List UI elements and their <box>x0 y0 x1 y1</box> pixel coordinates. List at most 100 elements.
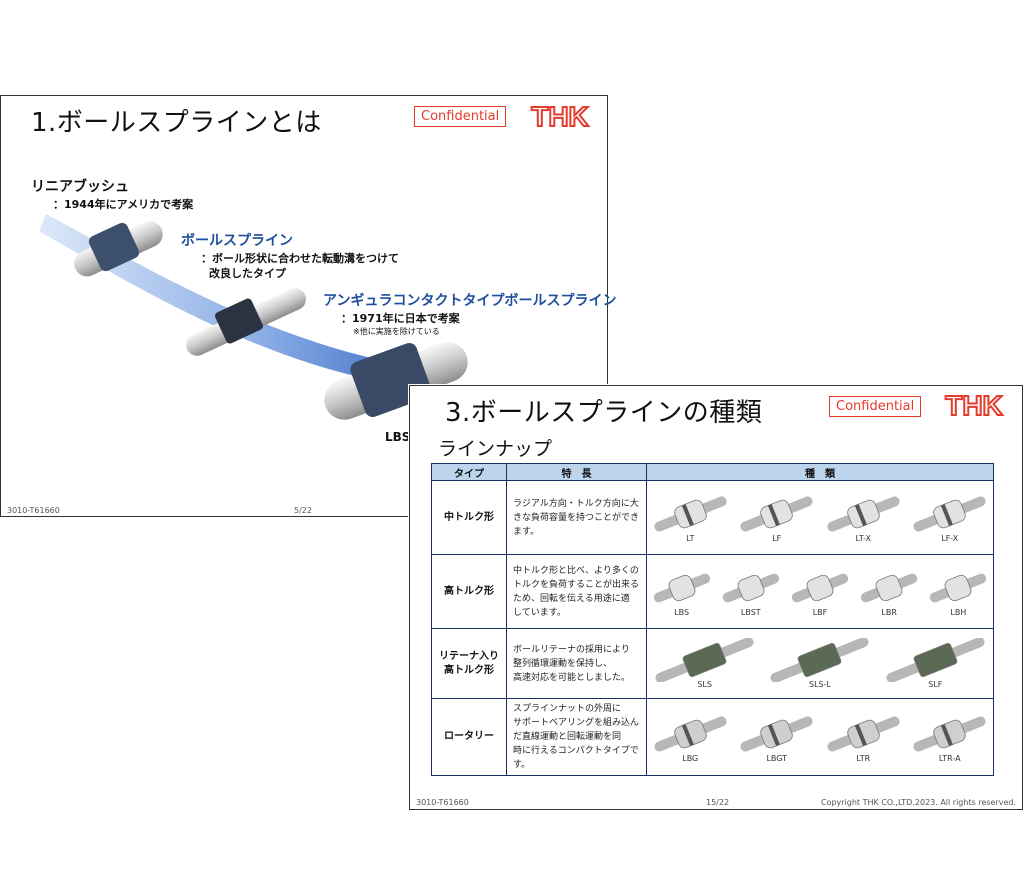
product-label: LT <box>686 534 695 543</box>
slide2-logo-text: THK <box>945 391 1003 419</box>
product-image <box>860 573 918 603</box>
slide1-footer-page: 5/22 <box>294 506 312 515</box>
product-label: SLS-L <box>809 680 831 689</box>
product-item: LBR <box>857 566 921 617</box>
kinds-cell: SLS SLS-L SLF <box>646 628 994 699</box>
kinds-cell: LBS LBST LBF LBR LBH <box>646 554 994 629</box>
product-label: LBG <box>682 753 699 763</box>
product-image <box>930 573 987 603</box>
product-label: SLS <box>697 680 712 689</box>
product-label: LBF <box>812 608 828 617</box>
product-image <box>654 496 727 532</box>
feature-line: スプラインナットの外周に <box>513 704 622 714</box>
product-image <box>827 496 900 532</box>
product-label: SLF <box>928 680 943 689</box>
feature-line: 時に行えるコンパクトタイプです。 <box>513 746 639 770</box>
slide2-footer-copyright: Copyright THK CO.,LTD.2023. All rights r… <box>820 798 1016 807</box>
product-label: LF <box>772 534 782 543</box>
product-image <box>740 715 813 752</box>
angular-spline-title: アンギュラコンタクトタイプボールスプライン <box>323 293 617 309</box>
features-cell: ボールリテーナの採用により整列循環運動を保持し、高速対応を可能としました。 <box>506 628 647 699</box>
slide1-confidential-badge: Confidential <box>414 106 507 127</box>
product-label: LBS <box>674 608 690 617</box>
header-features: 特 長 <box>506 463 647 481</box>
type-cell: ロータリー <box>431 698 507 776</box>
feature-line: 整列循環運動を保持し、 <box>513 658 613 669</box>
thk-logo-icon: THK <box>530 102 590 130</box>
product-item: LBG <box>650 712 731 763</box>
feature-line: しています。 <box>513 607 566 618</box>
type-label-2: 高トルク形 <box>444 664 494 676</box>
table-header-row: タイプ 特 長 種 類 <box>431 463 994 481</box>
features-cell: 中トルク形と比べ、より多くのトルクを負荷することが出来るため、回転を伝える用途に… <box>506 554 647 629</box>
product-item: LBH <box>926 566 990 617</box>
slide2-footer-page: 15/22 <box>706 798 730 807</box>
table-row: 高トルク形中トルク形と比べ、より多くのトルクを負荷することが出来るため、回転を伝… <box>431 554 994 629</box>
linear-bush-note: ：1944年にアメリカで考案 <box>53 198 194 211</box>
type-label: リテーナ入り <box>439 650 499 662</box>
product-image <box>913 496 986 532</box>
feature-line: 高速対応を可能としました。 <box>513 672 631 683</box>
slide1-logo-text: THK <box>531 102 589 130</box>
product-item: LTR <box>823 712 904 763</box>
thk-logo-icon: THK <box>944 391 1004 419</box>
header-type: タイプ <box>431 463 507 481</box>
product-label: LTR-A <box>938 753 961 763</box>
type-label: 中トルク形 <box>444 511 494 523</box>
slide2-footer-id: 3010-T61660 <box>416 798 469 807</box>
product-image <box>913 715 986 752</box>
slide1-title: 1.ボールスプラインとは <box>31 108 322 138</box>
product-image <box>722 573 779 603</box>
feature-line: だ直線運動と回転運動を同 <box>513 732 622 742</box>
product-label: LBGT <box>766 753 788 763</box>
type-cell: 高トルク形 <box>431 554 507 629</box>
product-item: LBST <box>719 566 783 617</box>
product-item: LT <box>650 492 731 543</box>
product-item: SLF <box>881 638 990 689</box>
ball-spline-note-2: 改良したタイプ <box>209 267 286 280</box>
product-item: LTR-A <box>909 712 990 763</box>
slide2-title: 3.ボールスプラインの種類 <box>445 398 763 428</box>
features-cell: スプラインナットの外周にサポートベアリングを組み込んだ直線運動と回転運動を同時に… <box>506 698 647 776</box>
table-row: リテーナ入り高トルク形ボールリテーナの採用により整列循環運動を保持し、高速対応を… <box>431 628 994 699</box>
product-item: LBGT <box>736 712 817 763</box>
slide1-footer-id: 3010-T61660 <box>7 506 60 515</box>
product-item: SLS-L <box>765 638 874 689</box>
features-cell: ラジアル方向・トルク方向に大きな負荷容量を持つことができます。 <box>506 480 647 555</box>
feature-line: 中トルク形と比べ、より多くの <box>513 565 639 576</box>
feature-line: きな負荷容量を持つことができ <box>513 512 640 523</box>
table-row: ロータリースプラインナットの外周にサポートベアリングを組み込んだ直線運動と回転運… <box>431 698 994 776</box>
feature-line: トルクを負荷することが出来る <box>513 579 640 590</box>
type-label: 高トルク形 <box>444 585 494 597</box>
ball-spline-title: ボールスプライン <box>181 233 293 249</box>
product-item: SLS <box>650 638 759 689</box>
product-item: LBS <box>650 566 714 617</box>
angular-spline-note: ：1971年に日本で考案 <box>341 312 460 325</box>
feature-line: ます。 <box>513 526 540 537</box>
product-item: LF <box>736 492 817 543</box>
slide-ball-spline-intro: 1.ボールスプラインとは Confidential THK <box>0 95 616 517</box>
linear-bush-image <box>74 221 163 277</box>
table-row: 中トルク形ラジアル方向・トルク方向に大きな負荷容量を持つことができます。 LT LF… <box>431 480 994 555</box>
slide1-partial-label: LBS <box>385 430 411 444</box>
product-label: LBH <box>950 608 967 617</box>
angular-spline-subnote: ※他に実施を除けている <box>353 327 440 336</box>
linear-bush-title: リニアブッシュ <box>31 179 129 195</box>
lineup-table: タイプ 特 長 種 類 中トルク形ラジアル方向・トルク方向に大きな負荷容量を持つ… <box>431 463 994 776</box>
product-image <box>655 638 754 682</box>
header-kinds: 種 類 <box>646 463 994 481</box>
product-item: LT-X <box>823 492 904 543</box>
ball-spline-note-1: ：ボール形状に合わせた転動溝をつけて <box>201 252 399 265</box>
product-image <box>770 638 870 682</box>
product-label: LBR <box>881 608 897 617</box>
type-cell: 中トルク形 <box>431 480 507 555</box>
product-image <box>740 496 813 532</box>
slide2-confidential-badge: Confidential <box>829 396 922 417</box>
product-image <box>791 573 849 603</box>
product-image <box>827 715 900 752</box>
lineup-subheading: ラインナップ <box>438 438 553 460</box>
product-label: LT-X <box>855 534 871 543</box>
product-label: LBST <box>740 608 761 617</box>
slide-ball-spline-types: 3.ボールスプラインの種類 Confidential THK ラインナップ タイ… <box>409 385 1023 810</box>
